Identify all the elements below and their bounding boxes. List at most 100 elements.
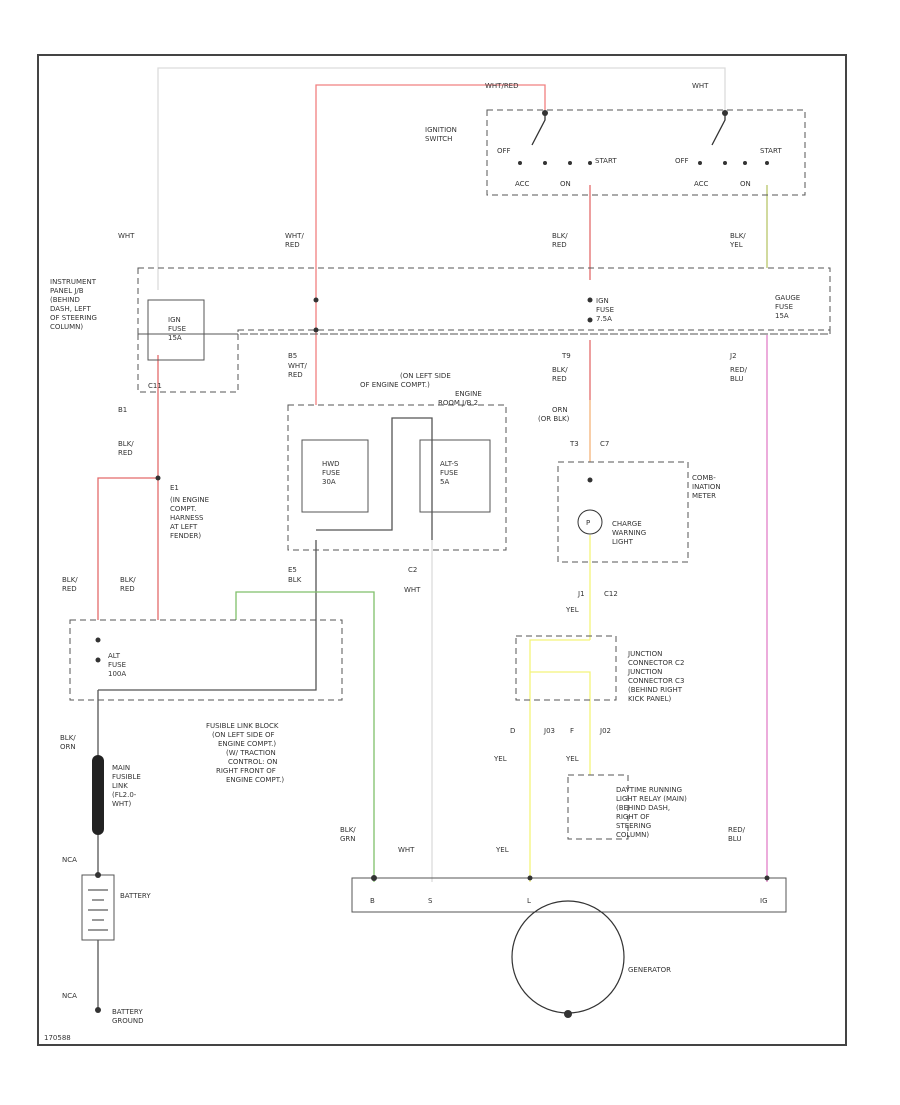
switch-pivot-left <box>542 110 548 116</box>
drl-relay-box <box>567 774 629 840</box>
connector-c7: C7 <box>600 440 609 448</box>
sw-right-start: START <box>760 147 782 155</box>
wire-label-blk-grn: BLK/GRN <box>340 826 356 843</box>
wire-label-nca2: NCA <box>62 992 77 1000</box>
sw-right-off: OFF <box>675 157 689 165</box>
connector-c12: C12 <box>604 590 618 598</box>
wire-blk-red-e1 <box>97 477 158 620</box>
wire-wht-top <box>157 67 726 290</box>
wire-wht-red <box>315 84 546 268</box>
alt-s-fuse-box <box>419 439 491 513</box>
connector-t3: T3 <box>569 440 579 448</box>
switch-contact <box>588 161 592 165</box>
main-fusible-link-label: MAIN FUSIBLE LINK (FL2.0- WHT) <box>112 764 143 808</box>
splice-dot <box>587 297 593 303</box>
connector-j2: J2 <box>729 352 737 360</box>
generator-label: GENERATOR <box>628 966 671 974</box>
splice-dot <box>95 872 101 878</box>
drl-relay-label: DAYTIME RUNNING LIGHT RELAY (MAIN) (BEHI… <box>616 786 689 839</box>
switch-contact <box>723 161 727 165</box>
switch-contact <box>518 161 522 165</box>
footer-code: 170588 <box>44 1034 71 1042</box>
wire-label-blk-red-left: BLK/RED <box>118 440 134 457</box>
sw-left-on: ON <box>560 180 571 188</box>
wire-blk <box>98 540 317 691</box>
sw-left-acc: ACC <box>515 180 530 188</box>
splice-dot <box>95 1007 101 1013</box>
wire-blk-grn <box>235 591 375 882</box>
gen-terminal-b: B <box>370 897 375 905</box>
wire-label-wht-red-top: WHT/RED <box>485 82 519 90</box>
sw-left-off: OFF <box>497 147 511 155</box>
instrument-panel-label: INSTRUMENT PANEL J/B (BEHIND DASH, LEFT … <box>50 278 99 331</box>
splice-dot <box>313 297 319 303</box>
gen-terminal-s: S <box>428 897 433 905</box>
engine-rb-label: (ON LEFT SIDE OF ENGINE COMPT.) ENGINE R… <box>360 372 484 407</box>
wire-label-orn: ORN(OR BLK) <box>538 406 570 423</box>
splice-dot <box>587 477 593 483</box>
generator-ground <box>564 1010 572 1018</box>
wire-label-yel-f: YEL <box>565 755 579 763</box>
ignition-switch-box <box>486 109 806 196</box>
connector-e5: E5 <box>288 566 297 574</box>
connector-j03: J03 <box>543 727 555 735</box>
wire-label-yel-d: YEL <box>493 755 507 763</box>
wire-label-yel-c12: YEL <box>565 606 579 614</box>
splice-dot <box>313 327 319 333</box>
switch-contact <box>543 161 547 165</box>
sw-left-start: START <box>595 157 617 165</box>
switch-contact <box>743 161 747 165</box>
engine-harness-label: (IN ENGINE COMPT. HARNESS AT LEFT FENDER… <box>170 496 211 540</box>
wire-label-wht-red-b7: WHT/RED <box>288 362 307 379</box>
hwd-fuse-box <box>301 439 369 513</box>
ign-fuse-box <box>147 299 205 361</box>
wire-label-nca: NCA <box>62 856 77 864</box>
wire-label-wht-red-mid: WHT/RED <box>285 232 304 249</box>
main-fusible-link <box>92 755 104 835</box>
wire-label-blk-red-bottom: BLK/RED <box>120 576 136 593</box>
wire-label-blk-yel-sw: BLK/YEL <box>729 232 746 249</box>
connector-t9: T9 <box>561 352 571 360</box>
charge-light-p: P <box>586 519 590 527</box>
switch-pivot-right <box>722 110 728 116</box>
switch-arm-right <box>711 115 726 146</box>
charge-warning-light-bulb <box>577 509 603 535</box>
wire-label-blk-red-t9: BLK/RED <box>552 366 568 383</box>
connector-b5: B5 <box>288 352 297 360</box>
wire-label-wht-c2: WHT <box>404 586 421 594</box>
gen-terminal-ig: IG <box>760 897 768 905</box>
splice-dot <box>95 657 101 663</box>
wire-internal <box>316 417 433 540</box>
connector-e1: E1 <box>170 484 179 492</box>
wire-yel-f <box>530 671 591 775</box>
connector-c2: C2 <box>408 566 417 574</box>
sw-right-acc: ACC <box>694 180 709 188</box>
wire-label-yel-bottom: YEL <box>495 846 509 854</box>
terminal-dot <box>371 875 377 881</box>
wire-label-red-blu: RED/BLU <box>730 366 748 383</box>
wire-label-blk-red-sw: BLK/RED <box>552 232 568 249</box>
fusible-link-block-label: FUSIBLE LINK BLOCK (ON LEFT SIDE OF ENGI… <box>206 722 284 784</box>
gen-terminal-l: L <box>527 897 531 905</box>
connector-j02: J02 <box>599 727 611 735</box>
junction-connector-box <box>515 635 617 701</box>
switch-arm-left <box>531 115 546 146</box>
terminal-dot <box>527 875 533 881</box>
instrument-panel-jb <box>137 267 831 335</box>
battery-label: BATTERY <box>120 892 151 900</box>
jb-divider <box>237 329 831 335</box>
wire-label-red-blu-bottom: RED/BLU <box>728 826 746 843</box>
generator-terminal-block <box>351 877 787 913</box>
fusible-link-block <box>69 619 343 701</box>
switch-contact <box>765 161 769 165</box>
connector-d: D <box>510 727 515 735</box>
